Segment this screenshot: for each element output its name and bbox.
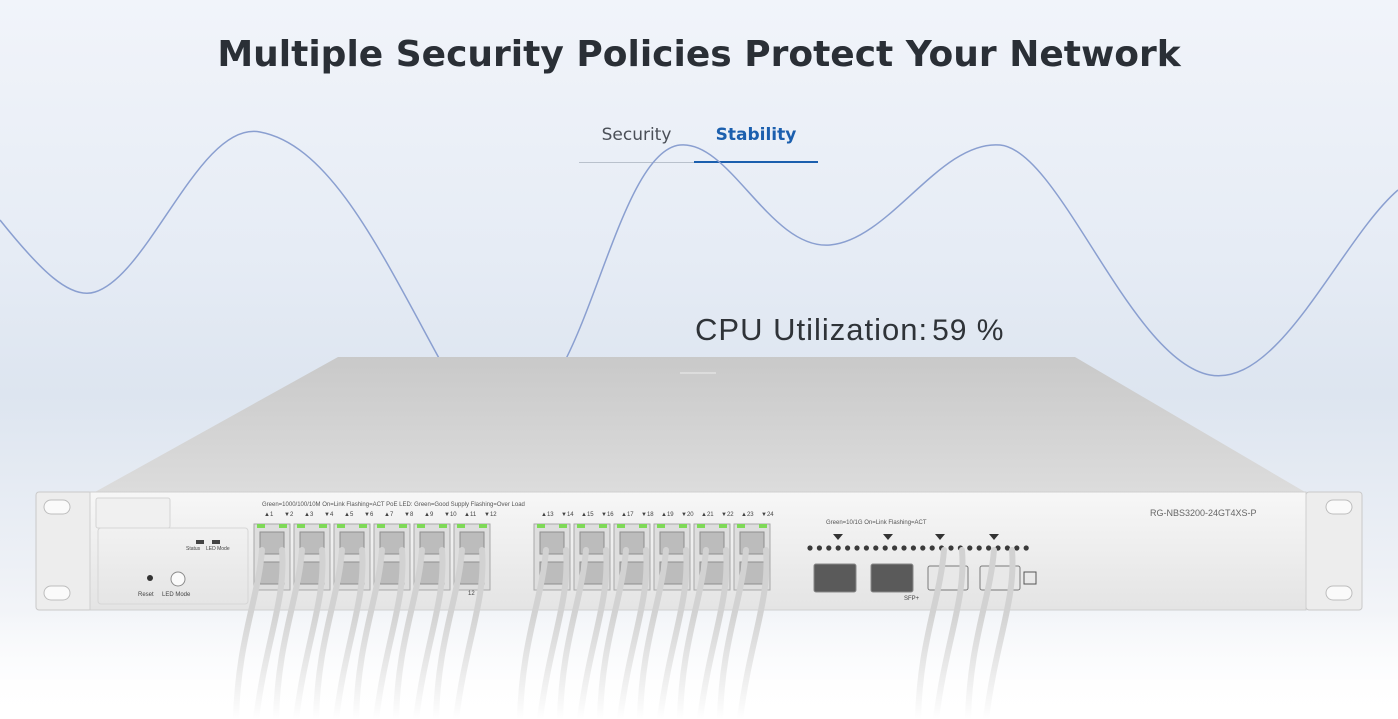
led-mode-button-label: LED Mode bbox=[162, 592, 191, 598]
page-title: Multiple Security Policies Protect Your … bbox=[217, 34, 1181, 75]
switch-top bbox=[95, 357, 1305, 492]
port-number-label: ▲5 bbox=[344, 512, 354, 518]
port-number-label: ▲17 bbox=[621, 512, 634, 518]
cpu-utilization-readout: CPU Utilization:59 % bbox=[695, 312, 1004, 348]
sfp-port-2 bbox=[870, 563, 914, 593]
port-number-label: ▲13 bbox=[541, 512, 554, 518]
port-number-label: ▼20 bbox=[681, 512, 694, 518]
tab-bar: Security Stability bbox=[579, 108, 818, 164]
cpu-wave-line bbox=[0, 130, 1398, 408]
led-mode-label: LED Mode bbox=[206, 546, 230, 552]
port-number-label: ▼22 bbox=[721, 512, 734, 518]
port-number-label: ▲19 bbox=[661, 512, 674, 518]
port-number-label: ▲11 bbox=[464, 512, 477, 518]
port-number-label: ▼24 bbox=[761, 512, 774, 518]
tab-stability[interactable]: Stability bbox=[694, 108, 818, 163]
port-number-label: ▲21 bbox=[701, 512, 714, 518]
port-number-label: ▼14 bbox=[561, 512, 574, 518]
status-label: Status bbox=[186, 546, 201, 552]
port-number-label: ▼18 bbox=[641, 512, 654, 518]
port-number-label: ▲1 bbox=[264, 512, 274, 518]
port-number-label: ▼8 bbox=[404, 512, 414, 518]
port-number-label: ▲7 bbox=[384, 512, 394, 518]
model-label: RG-NBS3200-24GT4XS-P bbox=[1150, 508, 1257, 518]
sfp-port-1 bbox=[813, 563, 857, 593]
led-mode-button bbox=[170, 571, 186, 587]
port-number-label: ▼4 bbox=[324, 512, 334, 518]
port-number-label: ▼10 bbox=[444, 512, 457, 518]
led-legend-left: Green=1000/100/10M On=Link Flashing=ACT … bbox=[262, 502, 525, 508]
port-group-end-label: 12 bbox=[468, 591, 475, 597]
port-number-label: ▲3 bbox=[304, 512, 314, 518]
tab-security[interactable]: Security bbox=[579, 108, 694, 163]
reset-label: Reset bbox=[138, 592, 154, 598]
sfp-label: SFP+ bbox=[904, 596, 920, 602]
led-legend-right: Green=10/1G On=Link Flashing=ACT bbox=[826, 520, 927, 526]
reset-hole bbox=[147, 575, 153, 581]
port-number-label: ▼2 bbox=[284, 512, 294, 518]
port-number-label: ▼12 bbox=[484, 512, 497, 518]
cpu-value: 59 % bbox=[932, 314, 1005, 347]
cpu-label: CPU Utilization: bbox=[695, 312, 929, 347]
port-number-label: ▼16 bbox=[601, 512, 614, 518]
port-number-label: ▼6 bbox=[364, 512, 374, 518]
port-group-left bbox=[253, 523, 491, 591]
port-number-label: ▲15 bbox=[581, 512, 594, 518]
port-number-label: ▲23 bbox=[741, 512, 754, 518]
port-number-label: ▲9 bbox=[424, 512, 434, 518]
